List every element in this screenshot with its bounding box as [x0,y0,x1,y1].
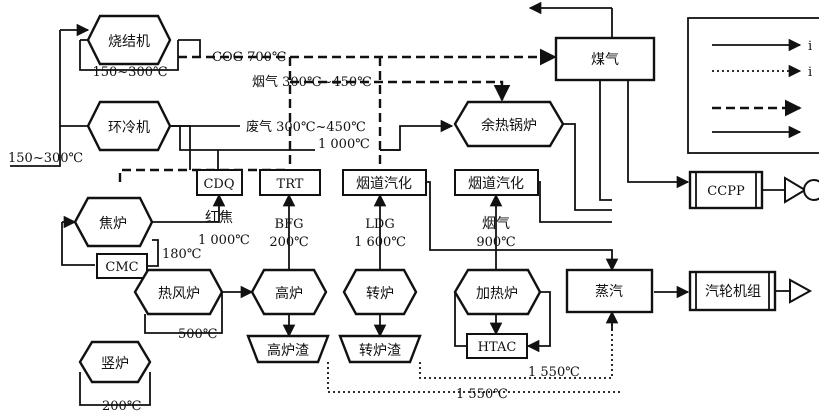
flue-vapor-2-label: 烟道汽化 [468,176,524,192]
hot-stove-label: 热风炉 [158,286,200,302]
steam-node: 蒸汽 [565,268,654,314]
gas-node: 煤气 [554,36,656,82]
legend-label-2: i [808,65,812,80]
converter-slag-label: 转炉渣 [359,343,401,359]
bf-slag-label: 高炉渣 [267,342,309,359]
annular-cooler-node: 环冷机 [86,100,172,152]
annular-cooler-label: 环冷机 [108,120,150,136]
bf-slag-node: 高炉渣 [246,334,330,364]
shaft-furnace-node: 竖炉 [78,340,152,384]
flue-gas-range-label: 烟气 300℃~450℃ [252,74,372,90]
converter-slag-node: 转炉渣 [338,334,422,364]
converter-node: 转炉 [342,268,418,316]
coke-oven-label: 焦炉 [99,216,127,232]
ccpp-generator [803,179,819,201]
legend: i i [687,17,819,154]
flue-gas-temp: 900℃ [476,235,515,250]
trt-node: TRT [259,169,321,196]
sinter-label: 烧结机 [108,34,150,50]
bfg-temp: 200℃ [269,235,308,250]
flue-vapor-2-node: 烟道汽化 [454,169,539,196]
cmc-label: CMC [105,260,138,275]
blast-furnace-node: 高炉 [250,268,328,316]
turbine-node: 汽轮机组 [688,270,777,312]
temp-1000-label: 1 000℃ [318,137,370,152]
slag-temp-2: 1 550℃ [456,387,508,402]
bfg-label: BFG [275,217,304,232]
flue-vapor-1-node: 烟道汽化 [342,169,427,196]
ccpp-label: CCPP [707,184,745,199]
cooler-loop-temp: 150~300℃ [8,151,83,166]
htac-label: HTAC [478,340,517,355]
blast-furnace-label: 高炉 [275,285,303,302]
htac-node: HTAC [466,333,528,359]
sinter-loop-temp: 150~300℃ [92,65,167,80]
flue-gas-label: 烟气 [482,216,510,232]
turbine-output-triangle [789,278,813,304]
cdq-node: CDQ [196,169,243,196]
shaft-furnace-label: 竖炉 [101,356,129,372]
cmc-temp: 180℃ [162,247,201,262]
turbine-label: 汽轮机组 [705,284,761,300]
heating-furnace-node: 加热炉 [453,268,542,316]
cdq-label: CDQ [203,177,234,192]
hot-stove-node: 热风炉 [133,268,224,316]
converter-label: 转炉 [366,286,394,302]
heating-furnace-label: 加热炉 [476,286,518,302]
legend-label-1: i [808,39,812,54]
shaft-furnace-temp: 200℃ [102,399,141,414]
hot-stove-temp: 500℃ [178,327,217,342]
ldg-label: LDG [365,217,394,232]
waste-heat-boiler-label: 余热锅炉 [481,117,537,134]
slag-temp-1: 1 550℃ [528,365,580,380]
red-coke-label: 红焦 [205,210,233,226]
steam-label: 蒸汽 [595,284,623,300]
sinter-node: 烧结机 [86,14,172,66]
cog-label: COG 700℃ [212,50,286,65]
gas-label: 煤气 [591,52,619,68]
ldg-temp: 1 600℃ [354,235,406,250]
trt-label: TRT [277,177,304,192]
ccpp-output-triangle [784,176,807,204]
waste-heat-boiler-node: 余热锅炉 [453,100,565,148]
exhaust-range-label: 废气 300℃~450℃ [246,119,366,135]
ccpp-node: CCPP [688,170,764,210]
coke-oven-node: 焦炉 [73,196,154,248]
red-coke-temp: 1 000℃ [198,233,250,248]
flue-vapor-1-label: 烟道汽化 [356,176,412,192]
cmc-node: CMC [96,253,148,279]
